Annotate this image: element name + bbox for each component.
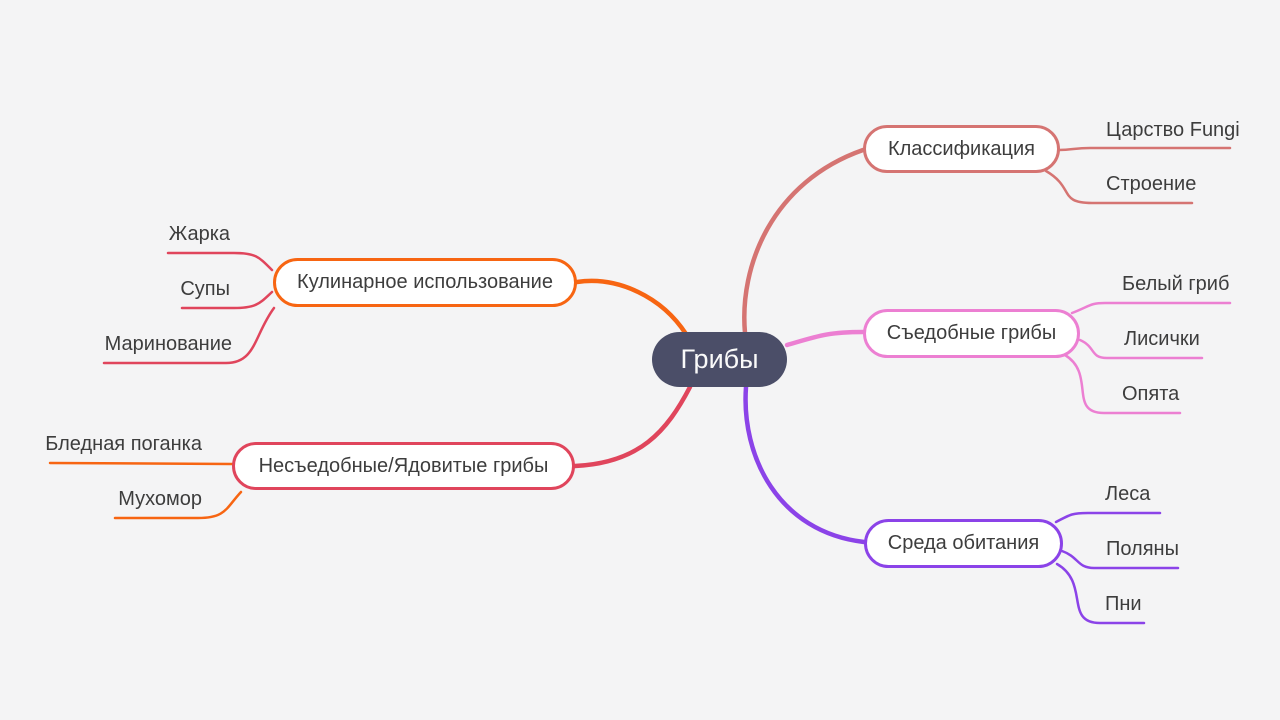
child-line-zharka [166, 251, 274, 272]
child-line-polyany [1060, 549, 1180, 570]
child-line-blednaya-poganka [48, 461, 234, 466]
child-line-opyata [1063, 353, 1182, 415]
child-line-supy [180, 290, 274, 310]
branch-line-edible [784, 329, 866, 348]
child-line-mukhomor [113, 490, 243, 520]
branch-node-habitat[interactable]: Среда обитания [864, 519, 1063, 568]
leaf-label-lesa[interactable]: Леса [1105, 483, 1151, 505]
branch-line-classification [742, 147, 866, 336]
child-line-lesa [1054, 511, 1162, 524]
root-node[interactable]: Грибы [652, 332, 787, 387]
branch-node-edible[interactable]: Съедобные грибы [863, 309, 1080, 358]
leaf-label-polyany[interactable]: Поляны [1106, 538, 1179, 560]
branch-line-inedible [572, 384, 693, 469]
leaf-label-opyata[interactable]: Опята [1122, 383, 1180, 405]
leaf-label-lisichki[interactable]: Лисички [1124, 328, 1200, 350]
leaf-label-marinovanie[interactable]: Маринование [104, 333, 232, 355]
leaf-label-zharka[interactable]: Жарка [168, 223, 230, 245]
child-line-fungi [1057, 146, 1232, 152]
child-line-pni [1055, 562, 1146, 625]
branch-node-classification[interactable]: Классификация [863, 125, 1060, 173]
branch-node-inedible[interactable]: Несъедобные/Ядовитые грибы [232, 442, 575, 490]
leaf-label-stroenie[interactable]: Строение [1106, 173, 1197, 195]
leaf-label-blednaya-poganka[interactable]: Бледная поганка [45, 433, 202, 455]
child-line-lisichki [1078, 338, 1204, 360]
leaf-label-tsarstvo-fungi[interactable]: Царство Fungi [1106, 119, 1240, 141]
child-line-bely-grib [1070, 301, 1232, 315]
branch-node-culinary[interactable]: Кулинарное использование [273, 258, 577, 307]
branch-line-culinary [574, 278, 689, 337]
leaf-label-mukhomor[interactable]: Мухомор [118, 488, 202, 510]
leaf-label-pni[interactable]: Пни [1105, 593, 1142, 615]
child-line-marinovanie [102, 306, 276, 365]
branch-line-habitat [743, 384, 867, 545]
leaf-label-supy[interactable]: Супы [180, 278, 230, 300]
child-line-stroenie [1044, 169, 1194, 205]
leaf-label-bely-grib[interactable]: Белый гриб [1122, 273, 1230, 295]
